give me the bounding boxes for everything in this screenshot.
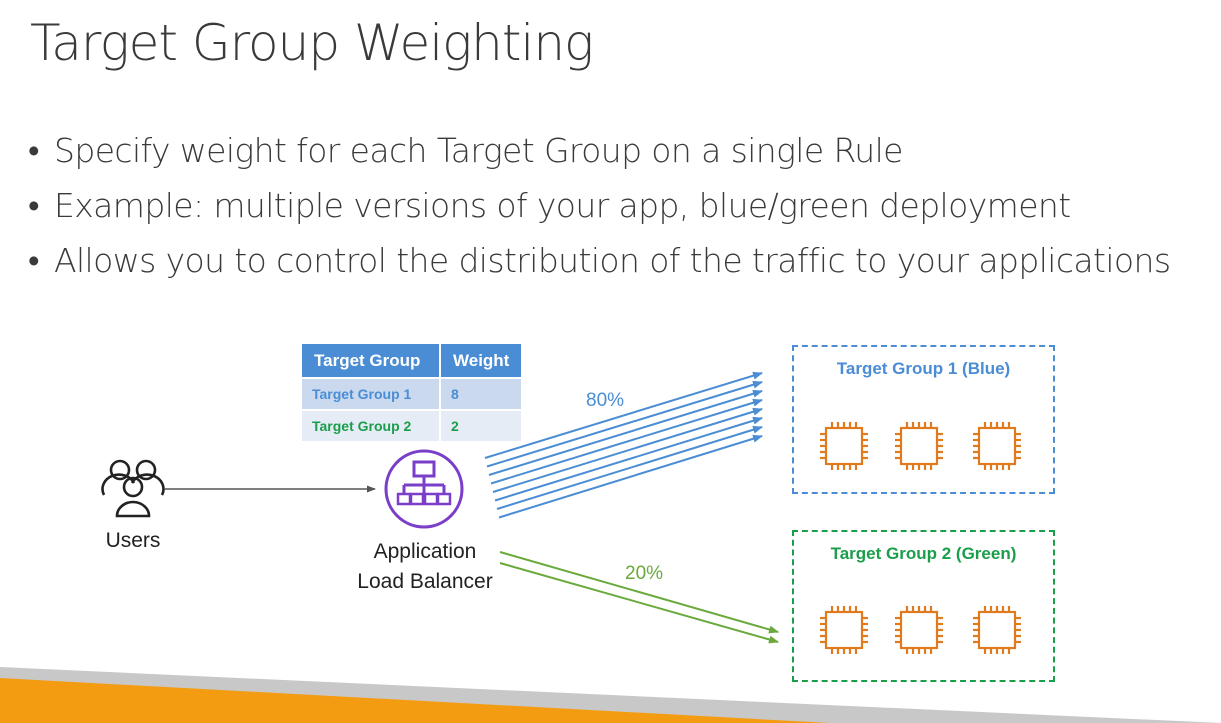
blue-traffic-arrow [494, 416, 763, 502]
ec2-chip-icon [893, 420, 945, 472]
green-traffic-arrows [499, 551, 779, 644]
blue-traffic-arrow [496, 425, 763, 510]
ec2-chip-icon [818, 420, 870, 472]
footer-band-orange [0, 678, 830, 723]
green-traffic-arrow [499, 551, 779, 634]
target-group-blue-box: Target Group 1 (Blue) [792, 345, 1055, 494]
blue-traffic-arrow [484, 371, 763, 459]
table-cell-weight: 2 [441, 411, 524, 443]
blue-percent-label: 80% [586, 390, 625, 411]
slide-title: Target Group Weighting [30, 14, 594, 72]
ec2-chip-icon [893, 604, 945, 656]
alb-label: Application Load Balancer [357, 540, 493, 593]
bullet-list: •Specify weight for each Target Group on… [28, 128, 1171, 293]
table-cell-group: Target Group 1 [302, 379, 441, 411]
table-cell-group: Target Group 2 [302, 411, 441, 443]
ec2-chip-icon [818, 604, 870, 656]
bullet-item: •Specify weight for each Target Group on… [28, 131, 903, 170]
table-row: Target Group 1 8 [302, 379, 524, 411]
target-group-green-box: Target Group 2 (Green) [792, 530, 1055, 682]
ec2-chip-icon [971, 604, 1023, 656]
users-label: Users [105, 529, 161, 552]
ec2-chip-icon [971, 420, 1023, 472]
users-icon [101, 459, 165, 518]
table-cell-weight: 8 [441, 379, 524, 411]
alb-icon [384, 449, 464, 529]
blue-traffic-arrows [484, 371, 763, 519]
bullet-item: •Allows you to control the distribution … [28, 241, 1171, 280]
blue-traffic-arrow [486, 380, 763, 468]
weights-table: Target Group Weight Target Group 1 8 Tar… [302, 344, 524, 443]
column-header-weight: Weight [441, 344, 524, 379]
blue-traffic-arrow [492, 407, 763, 493]
column-header-target-group: Target Group [302, 344, 441, 379]
blue-traffic-arrow [498, 434, 763, 519]
green-traffic-arrow [499, 562, 779, 644]
blue-traffic-arrow [488, 389, 763, 476]
table-header-row: Target Group Weight [302, 344, 524, 379]
bullet-item: •Example: multiple versions of your app,… [28, 186, 1071, 225]
table-row: Target Group 2 2 [302, 411, 524, 443]
blue-traffic-arrow [490, 398, 763, 485]
green-percent-label: 20% [625, 563, 664, 584]
target-group-blue-title: Target Group 1 (Blue) [836, 359, 1011, 378]
target-group-green-title: Target Group 2 (Green) [830, 544, 1017, 563]
